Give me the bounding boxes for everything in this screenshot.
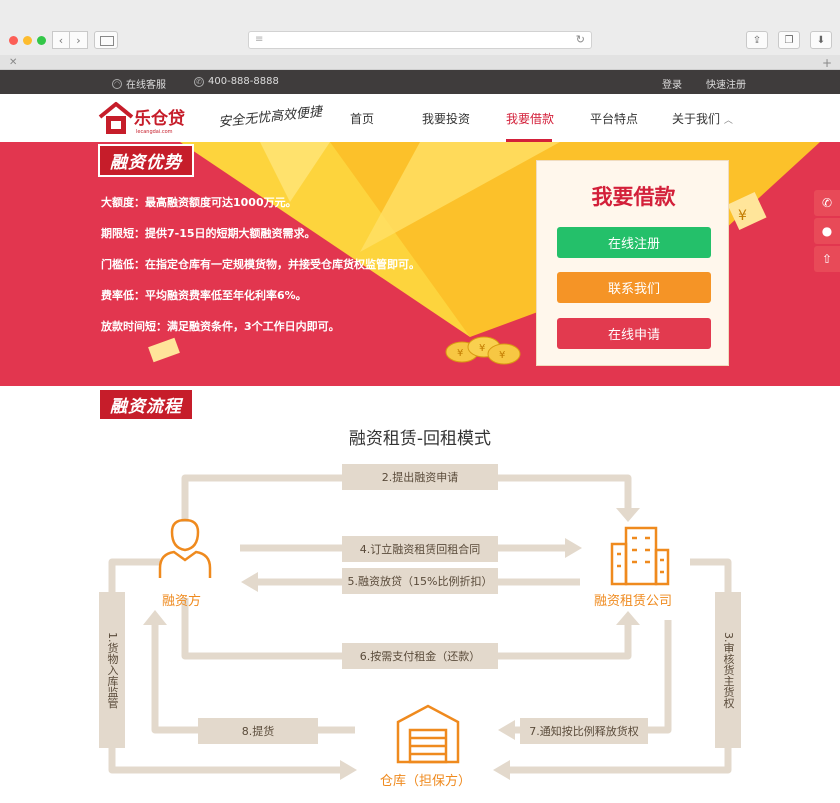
advantages-ribbon: 融资优势 [98, 144, 194, 177]
share-icon[interactable]: ⇪ [746, 31, 768, 49]
nav-home[interactable]: 首页 [350, 112, 375, 126]
active-nav-indicator [506, 139, 552, 142]
arrowhead-5 [241, 572, 258, 592]
flow-diagram [108, 474, 732, 780]
arrowhead-6 [616, 611, 640, 625]
node-lessor: 融资租赁公司 [594, 594, 673, 609]
flow-title: 融资租赁-回租模式 [348, 429, 492, 449]
step-5-label: 5.融资放贷（15%比例折扣） [342, 568, 498, 594]
minimize-window-button[interactable] [23, 36, 32, 45]
tab-strip [0, 55, 840, 70]
feature-amount: 大额度：最高融资额度可达1000万元。 [101, 196, 297, 209]
nav-borrow[interactable]: 我要借款 [506, 112, 555, 126]
nav-invest[interactable]: 我要投资 [422, 112, 471, 126]
arrowhead-8 [143, 610, 167, 625]
contact-us-button[interactable]: 联系我们 [557, 272, 711, 303]
path-step7 [515, 620, 672, 734]
login-label: 登录 [662, 80, 682, 91]
register-label: 快速注册 [706, 80, 746, 91]
forward-button[interactable]: › [70, 31, 88, 49]
register-link[interactable]: 快速注册 [706, 76, 746, 91]
browser-chrome: ‹ › ≡ ↻ ⇪ ❐ ⬇ [0, 0, 840, 56]
online-register-button[interactable]: 在线注册 [557, 227, 711, 258]
step-2-label: 2.提出融资申请 [342, 464, 498, 490]
feature-rate: 费率低：平均融资费率低至年化利率6%。 [101, 289, 307, 302]
new-tab-icon[interactable]: + [821, 56, 832, 70]
top-bar: ◠ 在线客服 ✆ 400-888-8888 登录 快速注册 [0, 70, 840, 94]
login-link[interactable]: 登录 [662, 76, 682, 91]
building-icon [610, 526, 670, 586]
download-icon[interactable]: ⬇ [810, 31, 832, 49]
back-to-top-icon[interactable]: ⇧ [814, 246, 840, 272]
sidebar-toggle-icon[interactable] [94, 31, 118, 49]
coin-stack-icon: ¥ ¥ ¥ [445, 336, 521, 365]
svg-text:¥: ¥ [499, 350, 505, 361]
step-3-label: 3.审核货主货权 [715, 592, 741, 748]
hotline-number: 400-888-8888 [208, 76, 279, 87]
phone-icon[interactable]: ✆ [814, 190, 840, 216]
back-button[interactable]: ‹ [52, 31, 70, 49]
qq-icon[interactable]: ● [814, 218, 840, 244]
phone-icon: ✆ [194, 76, 204, 87]
tabs-icon[interactable]: ❐ [778, 31, 800, 49]
loan-card-title: 我要借款 [591, 185, 676, 209]
feature-term: 期限短：提供7-15日的短期大额融资需求。 [101, 227, 316, 240]
apply-online-button[interactable]: 在线申请 [557, 318, 711, 349]
step-1-label: 1.货物入库监管 [99, 592, 125, 748]
site-header: 乐仓贷 lecangdai.com 安全无忧高效便捷 首页 我要投资 我要借款 … [0, 94, 840, 142]
flow-arrowheads [143, 508, 640, 780]
headset-icon: ◠ [112, 78, 122, 89]
history-buttons: ‹ › [52, 31, 88, 49]
chevron-up-icon: ︿ [723, 116, 733, 126]
hotline: ✆ 400-888-8888 [194, 76, 279, 87]
online-service-link[interactable]: ◠ 在线客服 [112, 76, 166, 91]
svg-text:¥: ¥ [738, 208, 747, 224]
money-note-icon: ¥ [148, 191, 767, 363]
feature-threshold: 门槛低：在指定仓库有一定规模货物，并接受仓库货权监管即可。 [101, 258, 420, 271]
nav-about[interactable]: 关于我们 ︿ [672, 110, 733, 127]
arrowhead-2 [616, 508, 640, 522]
address-bar[interactable]: ≡ ↻ [248, 31, 592, 49]
nav-about-label: 关于我们 [672, 112, 721, 126]
loan-card: 我要借款 在线注册 联系我们 在线申请 [536, 160, 729, 366]
warehouse-icon [396, 704, 460, 764]
arrowhead-7 [498, 720, 515, 740]
page-icon: ≡ [255, 34, 264, 45]
nav-features[interactable]: 平台特点 [590, 112, 639, 126]
zoom-window-button[interactable] [37, 36, 46, 45]
node-borrower: 融资方 [162, 594, 202, 609]
step-8-label: 8.提货 [198, 718, 318, 744]
arrowhead-1 [340, 760, 357, 780]
window-controls [9, 36, 46, 45]
arrowhead-3 [493, 760, 510, 780]
online-service-label: 在线客服 [126, 80, 166, 91]
logo-roof [98, 102, 134, 119]
svg-text:¥: ¥ [457, 348, 463, 359]
step-4-label: 4.订立融资租赁回租合同 [342, 536, 498, 562]
tab-close-icon[interactable]: ✕ [9, 57, 18, 68]
feature-speed: 放款时间短：满足融资条件，3个工作日内即可。 [101, 320, 340, 333]
banner-light-stripe-2 [260, 142, 330, 202]
logo-door [111, 121, 121, 129]
reload-icon[interactable]: ↻ [575, 33, 585, 46]
step-7-label: 7.通知按比例释放货权 [520, 718, 648, 744]
person-icon [158, 518, 212, 578]
node-warehouse: 仓库（担保方） [380, 774, 472, 789]
svg-text:¥: ¥ [479, 343, 485, 354]
step-6-label: 6.按需支付租金（还款） [342, 643, 498, 669]
logo-domain: lecangdai.com [136, 129, 173, 135]
arrowhead-4 [565, 538, 582, 558]
slogan: 安全无忧高效便捷 [217, 104, 323, 131]
process-ribbon: 融资流程 [98, 388, 194, 421]
close-window-button[interactable] [9, 36, 18, 45]
site-logo[interactable]: 乐仓贷 lecangdai.com [98, 100, 188, 136]
logo-text: 乐仓贷 [134, 108, 185, 129]
banner-light-stripe [360, 142, 560, 252]
